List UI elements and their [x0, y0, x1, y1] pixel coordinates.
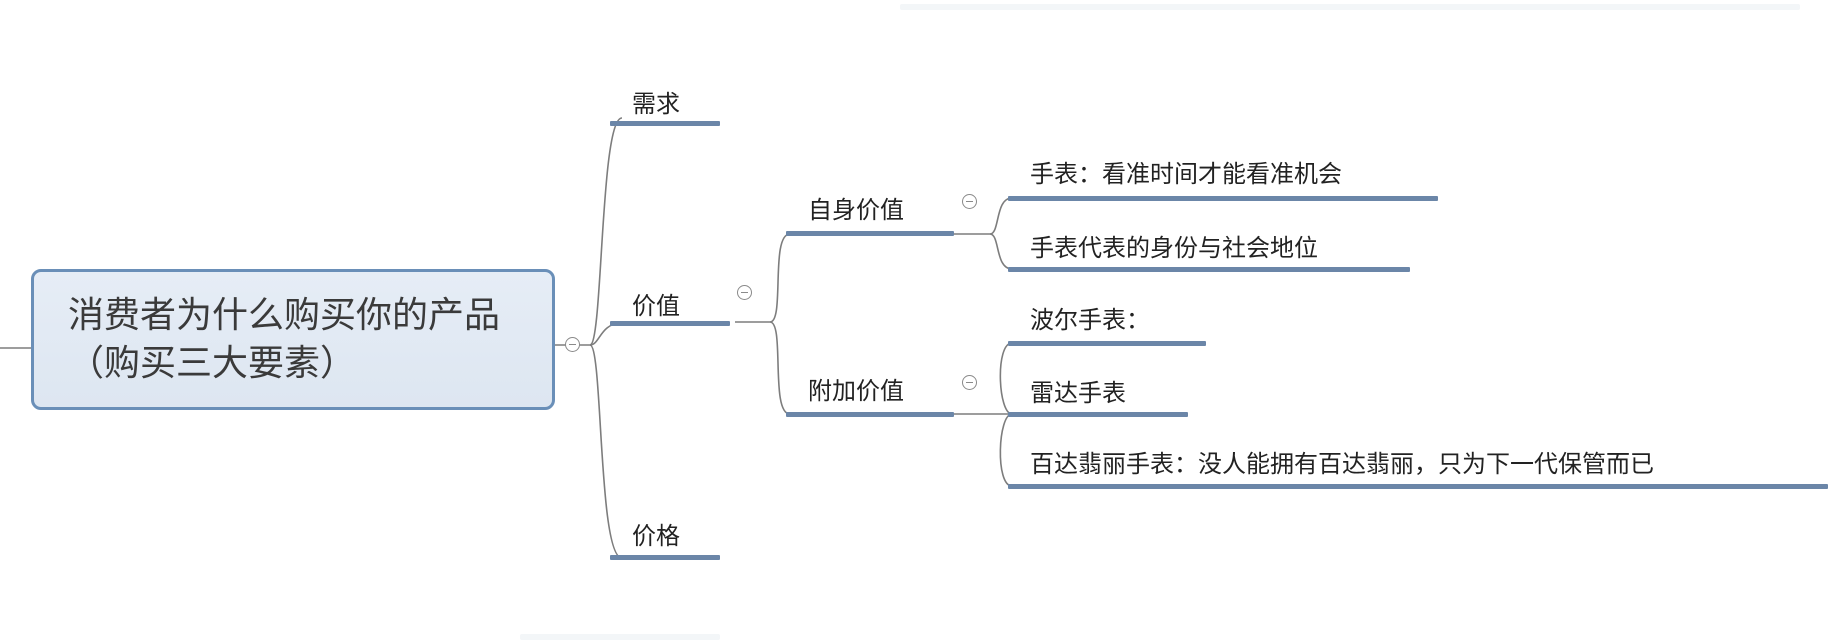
topic-rado-watch-underline: [1008, 412, 1188, 417]
topic-demand[interactable]: 需求: [632, 90, 680, 118]
faint-top-artifact: [900, 4, 1800, 10]
collapse-minus-circle-icon[interactable]: [962, 194, 977, 209]
topic-intrinsic-value[interactable]: 自身价值: [808, 196, 904, 224]
topic-watch-status[interactable]: 手表代表的身份与社会地位: [1030, 234, 1318, 262]
topic-patek-philippe-watch[interactable]: 百达翡丽手表：没人能拥有百达翡丽，只为下一代保管而已: [1030, 450, 1654, 478]
collapse-minus-circle-icon[interactable]: [737, 285, 752, 300]
topic-intrinsic-value-underline: [786, 231, 954, 236]
topic-watch-timing-underline: [1008, 196, 1438, 201]
topic-price[interactable]: 价格: [632, 522, 680, 550]
topic-added-value-underline: [786, 412, 954, 417]
topic-patek-philippe-watch-underline: [1008, 484, 1828, 489]
faint-bottom-artifact: [520, 634, 720, 640]
topic-watch-timing[interactable]: 手表：看准时间才能看准机会: [1030, 160, 1342, 188]
collapse-minus-circle-icon[interactable]: [962, 375, 977, 390]
topic-value-underline: [610, 321, 730, 326]
central-topic-line1: 消费者为什么购买你的产品: [68, 295, 501, 336]
topic-ball-watch-underline: [1008, 341, 1206, 346]
central-topic-line2: （购买三大要素）: [68, 343, 357, 384]
topic-demand-underline: [610, 121, 720, 126]
central-topic[interactable]: 消费者为什么购买你的产品 （购买三大要素）: [31, 269, 555, 410]
topic-rado-watch[interactable]: 雷达手表: [1030, 379, 1126, 407]
topic-watch-status-underline: [1008, 267, 1410, 272]
topic-value[interactable]: 价值: [632, 292, 680, 320]
topic-price-underline: [610, 555, 720, 560]
topic-ball-watch[interactable]: 波尔手表：: [1030, 306, 1150, 334]
collapse-minus-circle-icon[interactable]: [565, 337, 580, 352]
topic-added-value[interactable]: 附加价值: [808, 377, 904, 405]
